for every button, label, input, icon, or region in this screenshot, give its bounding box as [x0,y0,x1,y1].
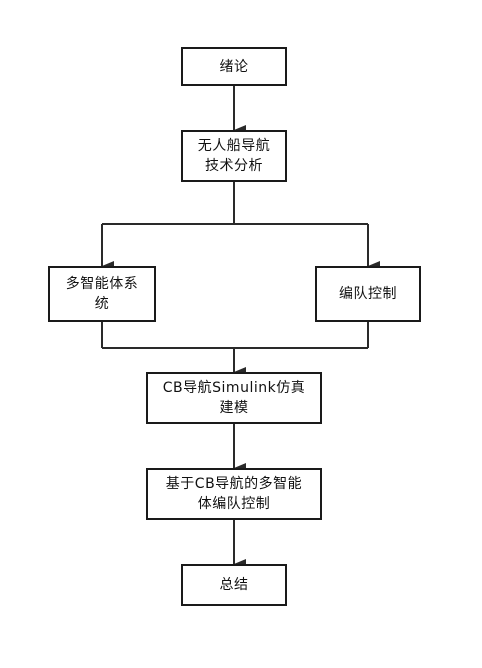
node-cb-model: CB导航Simulink仿真 建模 [146,372,322,424]
node-intro: 绪论 [181,47,287,86]
node-multi-agent: 多智能体系 统 [48,266,156,322]
node-formation: 编队控制 [315,266,421,322]
node-cb-formation: 基于CB导航的多智能 体编队控制 [146,468,322,520]
node-summary: 总结 [181,564,287,606]
node-nav-analysis: 无人船导航 技术分析 [181,130,287,182]
